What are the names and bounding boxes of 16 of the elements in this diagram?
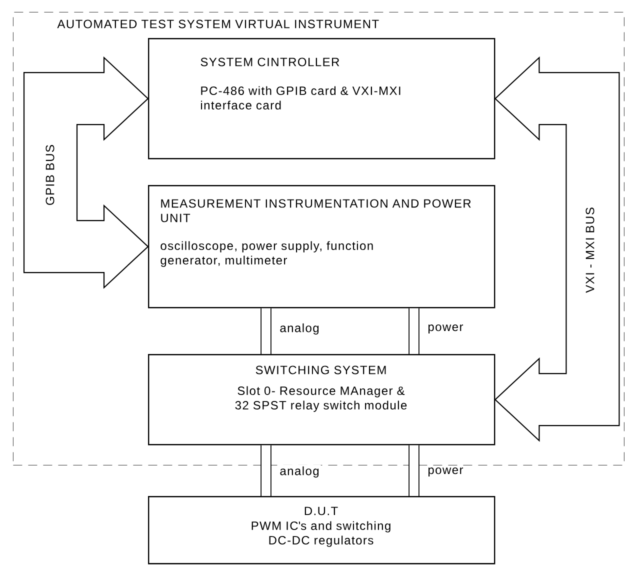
- edge-label: analog: [278, 322, 321, 336]
- connector-pipe: [408, 308, 420, 354]
- process-box: SYSTEM CINTROLLER PC-486 with GPIB card & VXI-MXI interface card: [148, 38, 496, 160]
- connector-pipe: [260, 308, 272, 354]
- block-arrow: [23, 56, 149, 289]
- edge-label: VXI - MXI BUS: [586, 208, 594, 293]
- process-box: D.U.T PWM IC's and switching DC-DC regulators: [148, 496, 496, 564]
- block-arrow: [494, 56, 620, 442]
- process-box: SWITCHING SYSTEM Slot 0- Resource MAnager & 32 SPST relay switch module: [148, 354, 496, 446]
- edge-label: analog: [278, 464, 321, 480]
- process-box: MEASUREMENT INSTRUMENTATION AND POWER UNIT oscilloscope, power supply, function generator, multimeter: [148, 185, 496, 308]
- connector-pipe: [408, 445, 420, 496]
- connector-pipe: [260, 445, 272, 496]
- edge-label: GPIB BUS: [46, 145, 54, 205]
- edge-label: power: [426, 466, 465, 478]
- edge-label: power: [426, 323, 465, 335]
